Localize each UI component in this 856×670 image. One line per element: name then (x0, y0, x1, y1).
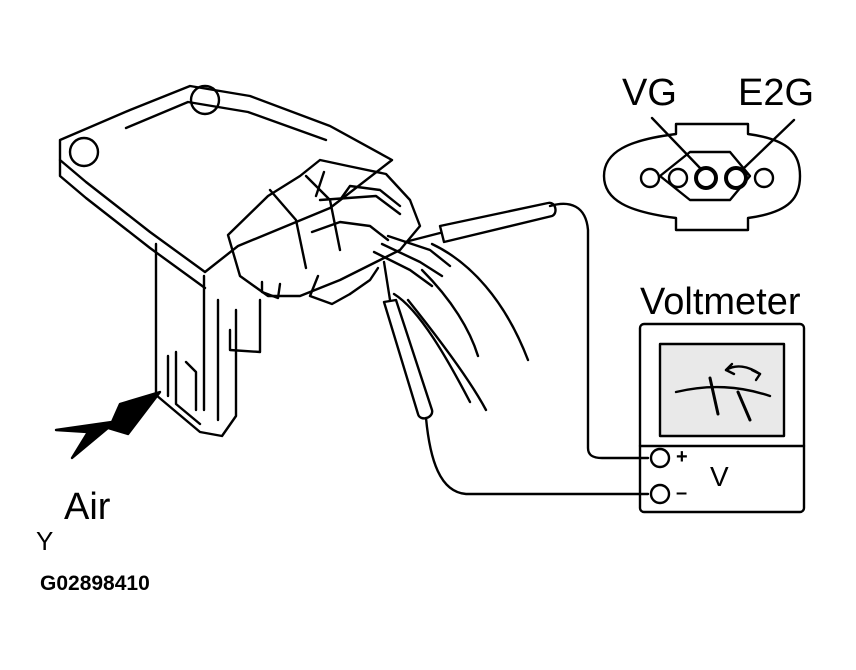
air-flow-meter (58, 84, 452, 438)
air-label: Air (64, 486, 111, 528)
negative-terminal-label: – (676, 482, 688, 504)
positive-test-probe (403, 201, 650, 460)
voltmeter (638, 322, 806, 514)
vg-terminal-label: VG (622, 72, 677, 114)
voltage-unit-label: V (710, 461, 729, 492)
voltmeter-label: Voltmeter (640, 281, 801, 323)
positive-terminal-label: + (676, 446, 688, 468)
air-flow-arrow (54, 390, 162, 460)
hand-outline (392, 242, 530, 412)
negative-test-probe (382, 260, 650, 496)
y-mark-label: Y (36, 526, 54, 556)
connector-terminal-view (602, 116, 802, 232)
e2g-terminal-label: E2G (738, 72, 815, 114)
figure-code-label: G02898410 (40, 572, 150, 595)
